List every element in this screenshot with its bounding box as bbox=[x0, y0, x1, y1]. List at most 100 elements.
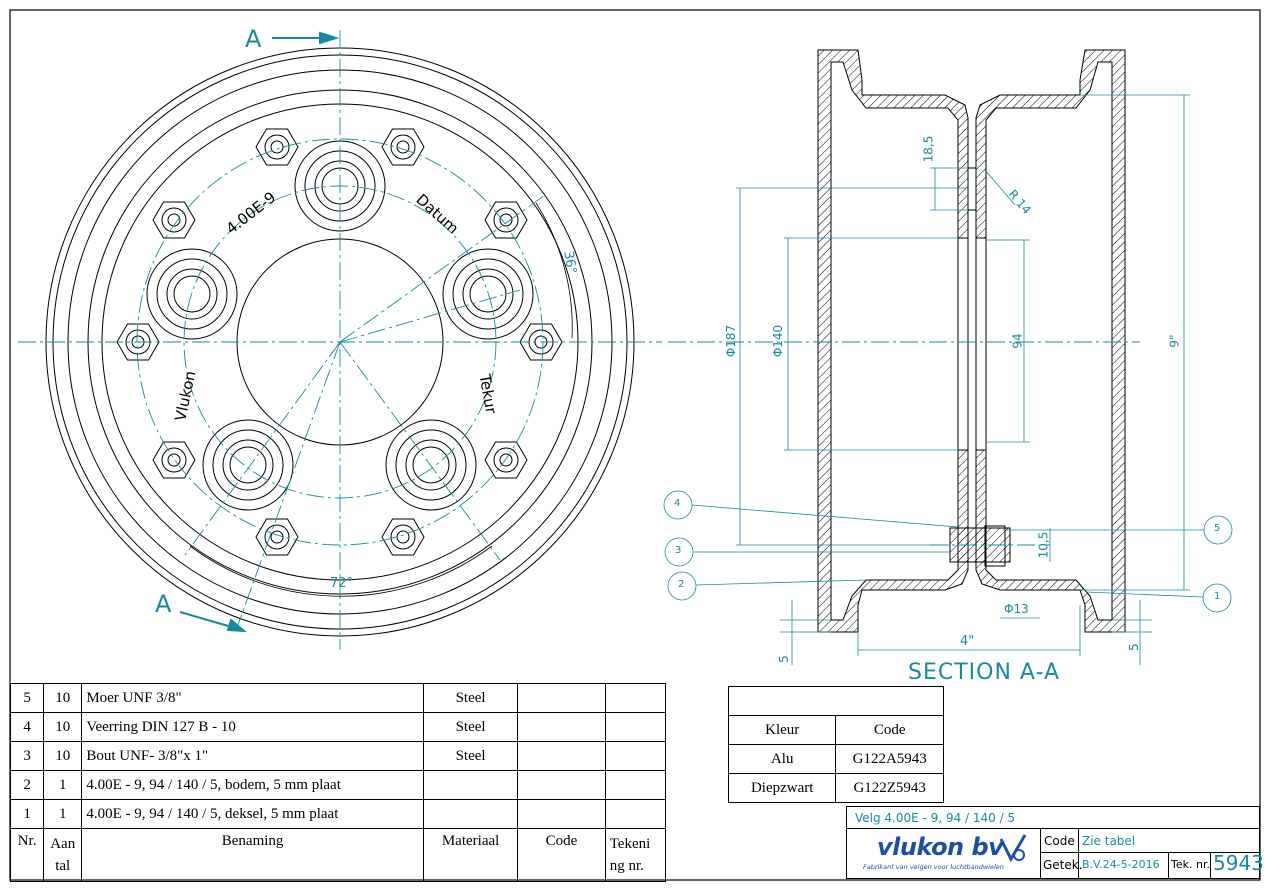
header-benaming: Benaming bbox=[81, 828, 424, 882]
angle-arc-72 bbox=[189, 545, 493, 597]
header-nr: Nr. bbox=[9, 828, 45, 882]
section-dimensions bbox=[736, 94, 1190, 665]
code-cell bbox=[517, 741, 606, 771]
aantal-cell: 1 bbox=[43, 799, 83, 829]
header-code: Code bbox=[517, 828, 606, 882]
stud bbox=[146, 248, 238, 340]
color-table: Kleur Code Alu G122A5943 Diepzwart G122Z… bbox=[727, 686, 944, 803]
dim-5-left: 5 bbox=[776, 655, 791, 663]
bolt-hole bbox=[167, 213, 181, 227]
stud-axis-3 bbox=[339, 289, 521, 343]
angle-arc-36 bbox=[535, 202, 573, 339]
aantal-cell: 10 bbox=[43, 683, 83, 713]
balloon-label-3: 3 bbox=[675, 545, 682, 556]
section-centerlines bbox=[668, 341, 1140, 546]
bolt-washer bbox=[493, 447, 519, 473]
tekening-cell bbox=[604, 799, 667, 829]
balloon-label-4: 4 bbox=[674, 498, 681, 509]
code-cell: G122A5943 bbox=[835, 744, 944, 774]
balloon-label-2: 2 bbox=[678, 579, 685, 590]
bolt-hole bbox=[167, 453, 181, 467]
teknr-value: 5943 bbox=[1213, 851, 1264, 875]
table-row: Diepzwart G122Z5943 bbox=[727, 773, 944, 803]
nr-cell: 1 bbox=[9, 799, 45, 829]
bolt-washer bbox=[264, 524, 290, 550]
dim-4in: 4" bbox=[960, 634, 975, 649]
section-title: SECTION A-A bbox=[908, 660, 1060, 685]
front-centerlines bbox=[18, 30, 662, 650]
code-label: Code bbox=[1041, 829, 1079, 853]
stud-pitch-circle bbox=[183, 185, 497, 499]
materiaal-cell: Steel bbox=[422, 712, 519, 742]
header-tekening-line2: ng nr. bbox=[609, 858, 644, 874]
logo-tagline: Fabrikant van velgen voor luchtbandwiele… bbox=[863, 863, 1004, 871]
nr-cell: 5 bbox=[9, 683, 45, 713]
teknr-label: Tek. nr. bbox=[1169, 853, 1211, 879]
dim-18-5: 18,5 bbox=[921, 135, 936, 163]
bolt-hole bbox=[499, 453, 513, 467]
table-row: 4 10 Veerring DIN 127 B - 10 Steel bbox=[9, 712, 667, 742]
aantal-cell: 1 bbox=[43, 770, 83, 800]
bolt-washer bbox=[264, 134, 290, 160]
code-value: Zie tabel bbox=[1079, 829, 1259, 853]
stud-inner bbox=[395, 429, 467, 501]
dim-9in: 9" bbox=[1167, 334, 1182, 348]
balloon-2 bbox=[667, 571, 697, 601]
benaming-cell: Veerring DIN 127 B - 10 bbox=[81, 712, 424, 742]
balloon-label-1: 1 bbox=[1214, 591, 1221, 602]
angle-dims bbox=[189, 202, 573, 597]
drawing-title: Velg 4.00E - 9, 94 / 140 / 5 bbox=[847, 807, 1259, 829]
section-arrows bbox=[179, 31, 340, 633]
nut bbox=[984, 525, 1006, 567]
header-aantal-line1: Aan bbox=[50, 836, 76, 852]
dim-d187: Φ187 bbox=[724, 324, 739, 358]
stud bbox=[202, 419, 294, 511]
materiaal-cell: Steel bbox=[422, 741, 519, 771]
dim-5-right: 5 bbox=[1126, 643, 1141, 651]
balloon-5 bbox=[1203, 515, 1233, 545]
balloon-leaders bbox=[691, 504, 1204, 598]
materiaal-cell bbox=[422, 770, 519, 800]
hex-nut bbox=[255, 518, 299, 556]
code-cell: G122Z5943 bbox=[835, 773, 944, 803]
angle-72-label: 72° bbox=[330, 576, 354, 591]
materiaal-cell bbox=[422, 799, 519, 829]
nr-cell: 4 bbox=[9, 712, 45, 742]
tekening-cell bbox=[604, 683, 667, 713]
balloon-3 bbox=[664, 537, 694, 567]
aantal-cell: 10 bbox=[43, 712, 83, 742]
disc-plate-right bbox=[975, 237, 987, 451]
code-cell bbox=[517, 799, 606, 829]
logo-mark-icon bbox=[999, 834, 1027, 863]
benaming-cell: 4.00E - 9, 94 / 140 / 5, deksel, 5 mm pl… bbox=[81, 799, 424, 829]
hex-nut bbox=[484, 201, 528, 239]
dim-d140: Φ140 bbox=[771, 324, 786, 358]
table-row: 5 10 Moer UNF 3/8" Steel bbox=[9, 683, 667, 713]
balloons bbox=[663, 490, 1233, 613]
stud bbox=[385, 419, 477, 511]
stud-hole bbox=[412, 446, 450, 484]
header-tekening-line1: Tekeni bbox=[609, 836, 651, 852]
table-row: 2 1 4.00E - 9, 94 / 140 / 5, bodem, 5 mm… bbox=[9, 770, 667, 800]
bolt-washer bbox=[161, 207, 187, 233]
nr-cell: 2 bbox=[9, 770, 45, 800]
dim-d13: Φ13 bbox=[1004, 602, 1029, 616]
company-logo: vlukon bv Fabrikant van velgen voor luch… bbox=[847, 829, 1041, 879]
stud-inner bbox=[452, 258, 524, 330]
stud-core bbox=[222, 439, 274, 491]
disc-plate-left bbox=[957, 237, 969, 451]
valve-hole bbox=[967, 167, 977, 211]
stud-core bbox=[462, 268, 514, 320]
bolt-washer bbox=[493, 207, 519, 233]
section-marker-bottom: A bbox=[155, 590, 172, 618]
bolt-hole bbox=[396, 530, 410, 544]
title-block: Velg 4.00E - 9, 94 / 140 / 5 vlukon bv F… bbox=[846, 806, 1264, 879]
kleur-cell: Diepzwart bbox=[727, 773, 837, 803]
header-aantal: Aan tal bbox=[43, 828, 83, 882]
header-tekening: Tekeni ng nr. bbox=[604, 828, 667, 882]
bolt-hole bbox=[396, 140, 410, 154]
getek-label: Getek. bbox=[1041, 853, 1083, 879]
benaming-cell: Moer UNF 3/8" bbox=[81, 683, 424, 713]
tekening-cell bbox=[604, 770, 667, 800]
